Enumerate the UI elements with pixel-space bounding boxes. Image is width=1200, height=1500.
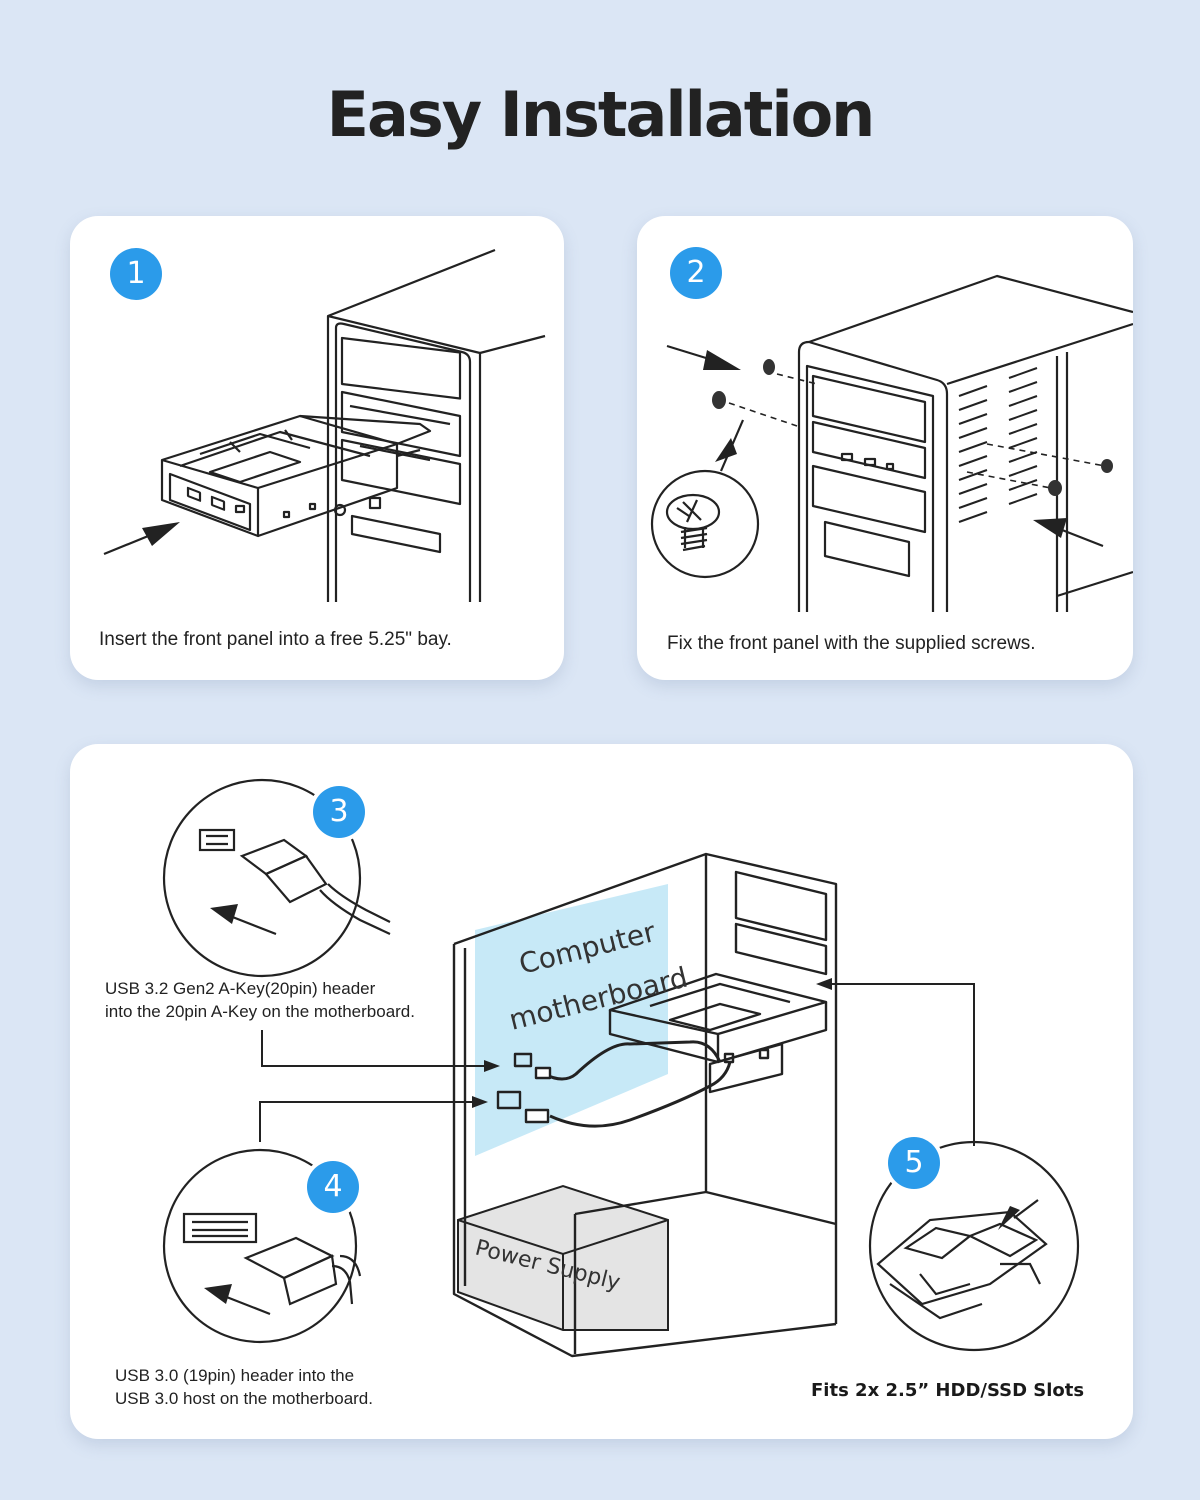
step-4-caption-line2: USB 3.0 host on the motherboard. — [115, 1389, 373, 1408]
step-5-caption: Fits 2x 2.5” HDD/SSD Slots — [811, 1380, 1085, 1401]
step-3-5-card: Computer motherboard Power Supply 3 4 5 … — [70, 744, 1133, 1439]
fix-screws-illustration — [650, 274, 1133, 612]
step-4-caption-line1: USB 3.0 (19pin) header into the — [115, 1366, 355, 1385]
cable-connection-illustration: Computer motherboard Power Supply — [162, 778, 1080, 1358]
step-5-badge: 5 — [888, 1137, 940, 1189]
step-1-caption: Insert the front panel into a free 5.25"… — [99, 629, 452, 650]
insert-panel-illustration — [103, 248, 546, 602]
screw-icon — [665, 493, 721, 552]
step-4-badge: 4 — [307, 1161, 359, 1213]
step-2-caption: Fix the front panel with the supplied sc… — [667, 633, 1036, 654]
usb-19pin-zoom — [162, 1148, 362, 1344]
step-2-badge: 2 — [670, 247, 722, 299]
screw-direction-arrow-icon — [666, 344, 1104, 548]
step-1-card: 1 Insert the front panel into a free 5.2… — [70, 216, 564, 680]
step-2-card: 2 Fix the front panel with the supplied … — [637, 216, 1133, 680]
page-title: Easy Installation — [326, 78, 876, 151]
step-3-caption: USB 3.2 Gen2 A-Key(20pin) header into th… — [105, 977, 415, 1023]
hdd-ssd-slots-zoom — [868, 1140, 1080, 1352]
step-3-badge: 3 — [313, 786, 365, 838]
zoom-arrows-icon — [204, 904, 1039, 1316]
step-3-caption-line1: USB 3.2 Gen2 A-Key(20pin) header — [105, 979, 376, 998]
step-1-badge: 1 — [110, 248, 162, 300]
usb-a-key-zoom — [162, 778, 391, 978]
step-4-caption: USB 3.0 (19pin) header into the USB 3.0 … — [115, 1364, 373, 1410]
step-3-caption-line2: into the 20pin A-Key on the motherboard. — [105, 1002, 415, 1021]
insert-arrow-icon — [103, 522, 180, 556]
